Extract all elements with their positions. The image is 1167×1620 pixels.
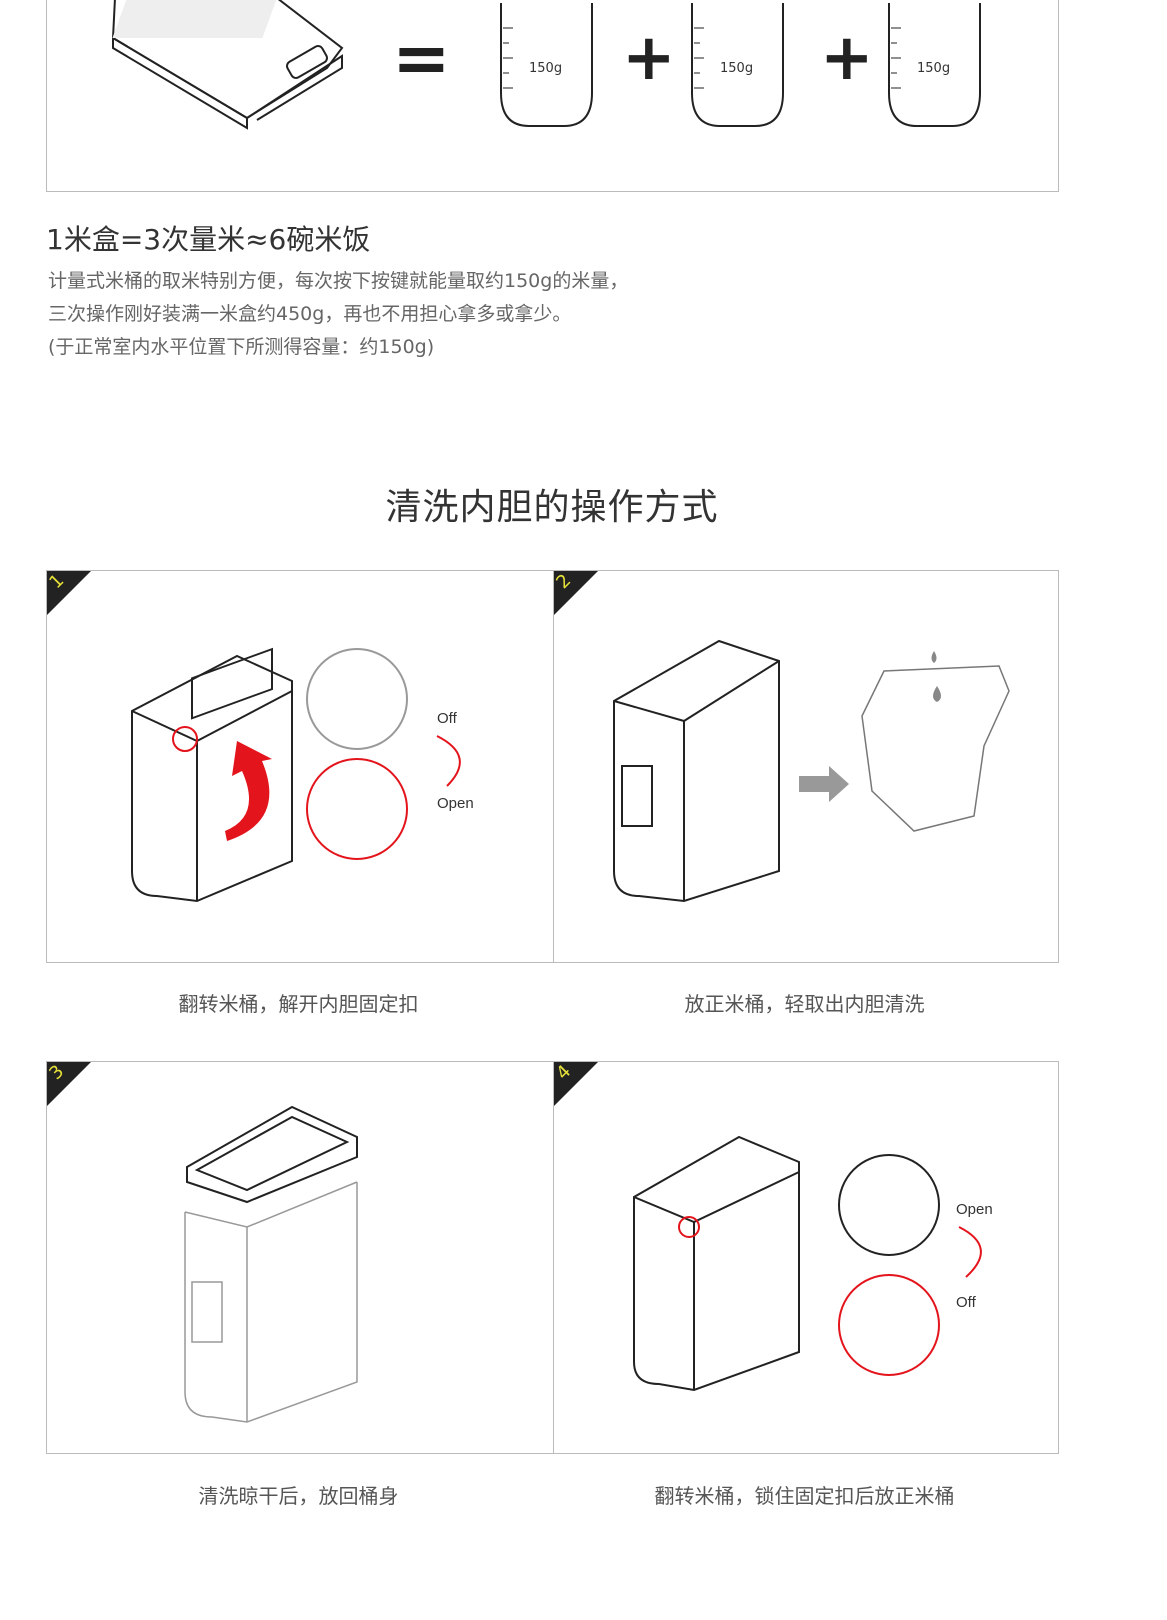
step-1-caption: 翻转米桶，解开内胆固定扣 — [178, 992, 419, 1016]
step-panel-2: 2 — [552, 570, 1059, 962]
reinsert-liner-illustration — [184, 1105, 358, 1423]
measure-illustration-panel: = + + 150g 150g 150g — [46, 0, 1059, 192]
section-title: 清洗内胆的操作方式 — [385, 487, 719, 528]
measuring-cup: 150g — [887, 0, 982, 128]
step-number-badge: 2 — [552, 570, 598, 615]
step-panel-4: Open Off 4 — [552, 1061, 1059, 1453]
step-number-badge: 4 — [552, 1061, 598, 1106]
steps-row-2: 3 Open Off 4 — [45, 1061, 1059, 1454]
plus-sign: + — [622, 21, 676, 95]
step-4-caption: 翻转米桶，锁住固定扣后放正米桶 — [654, 1484, 955, 1508]
equals-sign: = — [392, 17, 451, 99]
capacity-description: 计量式米桶的取米特别方便，每次按下按键就能量取约150g的米量， 三次操作刚好装… — [48, 270, 629, 358]
remove-liner-illustration — [613, 639, 1010, 903]
step-panel-1: Off Open 1 — [45, 570, 552, 962]
lock-clasp-illustration: Open Off — [633, 1135, 993, 1392]
off-label: Off — [956, 1294, 977, 1311]
steps-row-1: Off Open 1 2 — [45, 570, 1059, 963]
open-label: Open — [956, 1201, 993, 1218]
step-panel-3: 3 — [45, 1061, 552, 1453]
step-3-caption: 清洗晾干后，放回桶身 — [198, 1484, 399, 1508]
off-label: Off — [437, 710, 458, 727]
flip-bucket-illustration: Off Open — [131, 647, 474, 903]
plus-sign: + — [820, 21, 874, 95]
rice-box-illustration — [111, 0, 344, 130]
step-number-badge: 3 — [45, 1061, 91, 1106]
measuring-cup: 150g — [690, 0, 785, 128]
step-2-caption: 放正米桶，轻取出内胆清洗 — [684, 992, 925, 1016]
step-number-badge: 1 — [45, 570, 91, 615]
measuring-cup: 150g — [499, 0, 594, 128]
open-label: Open — [437, 795, 474, 812]
capacity-heading: 1米盒=3次量米≈6碗米饭 — [46, 223, 371, 256]
